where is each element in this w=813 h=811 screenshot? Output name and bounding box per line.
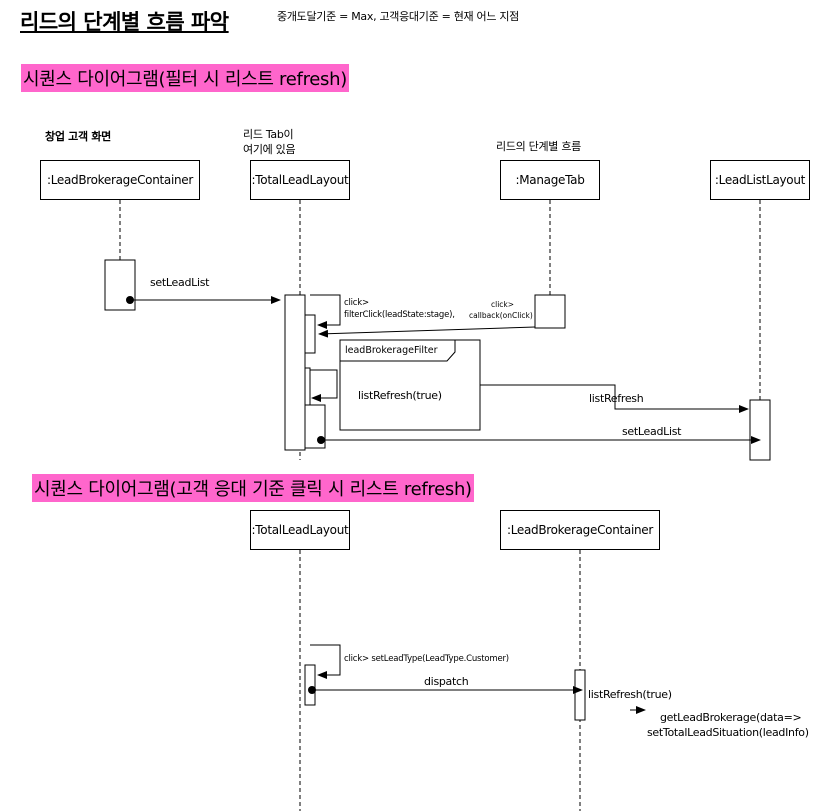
lead-stage-flow-note: 리드의 단계별 흐름 [496, 140, 581, 153]
arrow-callback [318, 326, 536, 338]
participant-total-lead-layout: :TotalLeadLayout [250, 160, 350, 200]
label-list-refresh-2: listRefresh(true) [588, 688, 672, 701]
note-get-lead-brokerage: getLeadBrokerage(data=> [660, 711, 802, 724]
label-click-small: click> [491, 300, 515, 309]
lead-tab-note-line2: 여기에 있음 [243, 143, 296, 156]
lead-tab-note-line1: 리드 Tab이 [243, 128, 294, 141]
arrow-self-filter-click [310, 294, 341, 329]
diagram1-title: 시퀀스 다이어그램(필터 시 리스트 refresh) [21, 64, 349, 92]
label-set-lead-list-2: setLeadList [622, 425, 682, 438]
label-set-lead-list-1: setLeadList [150, 276, 210, 289]
fragment-body: listRefresh(true) [358, 389, 442, 402]
customer-screen-note: 창업 고객 화면 [45, 130, 111, 143]
label-set-lead-type: click> setLeadType(LeadType.Customer) [344, 654, 509, 664]
participant-lead-brokerage-container: :LeadBrokerageContainer [40, 160, 200, 200]
activation-total-lead-3 [304, 367, 311, 407]
participant2-lead-brokerage-container: :LeadBrokerageContainer [500, 510, 660, 550]
label-callback: callback(onClick) [469, 311, 533, 320]
activation-total-lead-1 [284, 294, 306, 451]
label-list-refresh: listRefresh [589, 392, 644, 405]
page-title: 리드의 단계별 흐름 파악 [20, 10, 229, 34]
arrow-list-refresh [480, 384, 749, 413]
note-set-total-lead-situation: setTotalLeadSituation(leadInfo) [647, 726, 809, 739]
participant2-total-lead-layout: :TotalLeadLayout [250, 510, 350, 550]
participant-lead-list-layout: :LeadListLayout [710, 160, 810, 200]
arrow2-self-set-lead-type [310, 644, 341, 679]
activation-total-lead-2 [304, 314, 316, 354]
fragment-label: leadBrokerageFilter [345, 345, 438, 356]
label-dispatch: dispatch [424, 675, 469, 688]
arrow-self-refresh [310, 369, 338, 402]
criteria-note: 중개도달기준 = Max, 고객응대기준 = 현재 어느 지점 [277, 10, 520, 23]
activation2-total-lead [304, 664, 316, 706]
activation2-container [574, 669, 586, 721]
label-filter-click: filterClick(leadState:stage), [344, 310, 455, 320]
activation-manage-tab [534, 294, 566, 329]
diagram2-title: 시퀀스 다이어그램(고객 응대 기준 클릭 시 리스트 refresh) [32, 474, 474, 502]
participant-manage-tab: :ManageTab [500, 160, 600, 200]
activation-lead-list-layout [749, 399, 771, 461]
fragment-label-box [339, 339, 456, 362]
label-click: click> [344, 298, 369, 308]
